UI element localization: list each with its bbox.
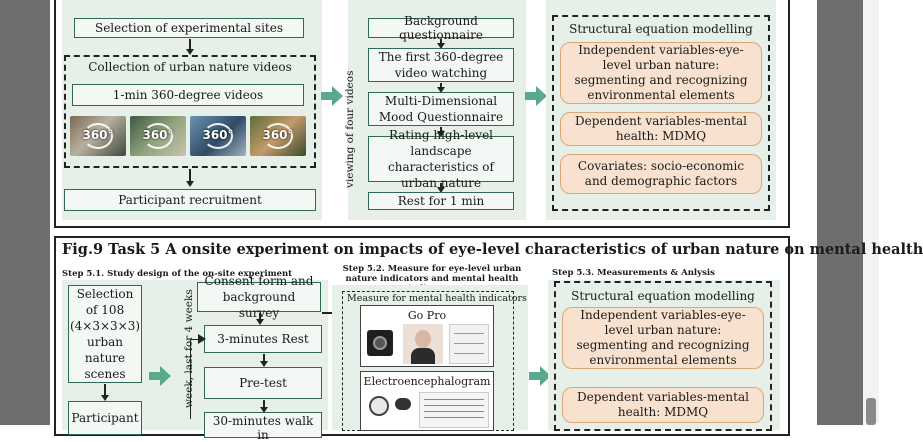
eeg-panel: Electroencephalogram: [360, 371, 494, 431]
sem-dashed-box: [552, 15, 770, 211]
camera-icon: [367, 330, 393, 356]
rotate-360-icon: [203, 123, 233, 149]
flow-step-box: Background questionnaire: [368, 14, 514, 42]
flow-arrow: [437, 183, 444, 193]
thumbnail-label: 360°: [202, 128, 234, 142]
video-thumbnail: 360°: [190, 116, 246, 156]
process-arrow-icon: [529, 366, 551, 386]
flow-arrow: [186, 169, 193, 187]
rest-box: 3-minutes Rest: [204, 325, 322, 353]
viewer-left-margin: [0, 0, 50, 425]
mental-health-label: Measure for mental health indicators: [347, 293, 527, 304]
video-viewing-label: viewing of four videos: [344, 70, 356, 188]
dependent-variables-box: Dependent variables-mental health: MDMQ: [560, 112, 762, 146]
participant-box: Participant: [68, 401, 142, 435]
flow-arrow: [260, 400, 267, 413]
flow-step-box: Rating high-level landscape characterist…: [368, 128, 514, 190]
eeg-signal-thumbnail: [419, 392, 489, 428]
flow-arrow: [437, 39, 444, 49]
rotate-360-icon: [263, 123, 293, 149]
video-thumbnail: 360°: [130, 116, 186, 156]
flow-arrow: [256, 313, 263, 325]
dependent-variables-box: Dependent variables-mental health: MDMQ: [562, 387, 764, 423]
participant-recruitment-box: Participant recruitment: [64, 189, 316, 211]
video-thumbnail: 360°: [250, 116, 306, 156]
eeg-title: Electroencephalogram: [363, 375, 491, 388]
rotate-360-icon: [83, 123, 113, 149]
sem-title: Structural equation modelling: [571, 289, 755, 303]
independent-variables-box: Independent variables-eye-level urban na…: [560, 42, 762, 104]
gopro-panel: Go Pro: [360, 305, 494, 367]
walk-box: 30-minutes walk in: [204, 412, 322, 442]
process-arrow-icon: [525, 86, 547, 106]
scrollbar-thumb[interactable]: [866, 398, 876, 425]
sem-dashed-box: [554, 281, 772, 431]
connector-line: [322, 312, 340, 314]
scene-selection-box: Selection of 108 (4×3×3×3) urban nature …: [68, 285, 142, 383]
site-selection-box: Selection of experimental sites: [74, 18, 304, 38]
thumbnail-label: 360°: [142, 128, 174, 142]
flow-arrow: [260, 354, 267, 367]
flow-arrow: [437, 83, 444, 93]
loop-bracket: [190, 339, 204, 419]
covariates-box: Covariates: socio-economic and demograph…: [560, 154, 762, 194]
data-chart-thumbnail: [449, 324, 489, 364]
flow-arrow: [437, 127, 444, 137]
figure-caption: Fig.9 Task 5 A onsite experiment on impa…: [62, 241, 923, 258]
step-title: Step 5.1. Study design of the on-site ex…: [62, 269, 293, 279]
thumbnail-label: 360°: [262, 128, 294, 142]
video-duration-box: 1-min 360-degree videos: [72, 84, 304, 106]
step-title: Step 5.3. Measurements & Anlysis: [552, 268, 715, 278]
video-collection-dashed: [64, 55, 316, 168]
process-arrow-icon: [149, 366, 171, 386]
eeg-headset-icon: [369, 396, 389, 416]
viewer-right-margin: [817, 0, 863, 425]
process-arrow-icon: [321, 86, 343, 106]
pre-test-box: Pre-test: [204, 367, 322, 399]
independent-variables-box: Independent variables-eye-level urban na…: [562, 307, 764, 369]
thumbnail-label: 360°: [82, 128, 114, 142]
rotate-360-icon: [143, 123, 173, 149]
video-collection-title: Collection of urban nature videos: [88, 60, 292, 74]
flow-step-box: Rest for 1 min: [368, 192, 514, 210]
loop-arrowhead: [198, 334, 206, 344]
participant-photo: [403, 324, 443, 364]
document-page: Selection of experimental sites Collecti…: [50, 0, 923, 442]
eeg-device-icon: [395, 398, 411, 410]
flow-arrow: [186, 39, 193, 55]
flow-step-box: The first 360-degree video watching: [368, 48, 514, 82]
flow-arrow: [101, 384, 108, 401]
vertical-scrollbar[interactable]: [863, 0, 879, 425]
gopro-title: Go Pro: [407, 309, 447, 322]
flow-step-box: Multi-Dimensional Mood Questionnaire: [368, 92, 514, 126]
sem-title: Structural equation modelling: [569, 22, 753, 36]
video-thumbnail: 360°: [70, 116, 126, 156]
